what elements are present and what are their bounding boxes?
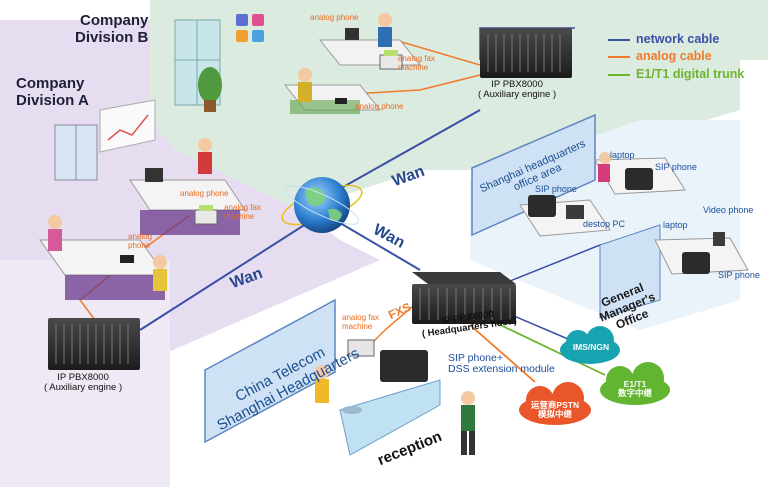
e1t1-label: E1/T1 数字中继 bbox=[617, 379, 652, 398]
label-sip-phone-3: SIP phone bbox=[718, 270, 760, 280]
division-b-desk-2 bbox=[283, 68, 382, 114]
pbx-host-device bbox=[412, 272, 516, 324]
label-desktop-pc: destop PC bbox=[583, 219, 626, 229]
analog-cable-pstn bbox=[469, 324, 536, 383]
division-a-title: Company Division A bbox=[16, 75, 89, 109]
label-b-analog-fax: analog fax machine bbox=[398, 54, 435, 72]
division-b-fax bbox=[379, 50, 403, 70]
division-a-desk-2 bbox=[39, 215, 167, 300]
division-b-title: Company Division B bbox=[75, 12, 149, 46]
office-desk-1 bbox=[519, 195, 611, 237]
label-video-phone: Video phone bbox=[703, 205, 754, 215]
ims-ngn-cloud-icon bbox=[560, 326, 620, 364]
label-sip-phone-1: SIP phone bbox=[655, 162, 697, 172]
internet-globe-icon bbox=[281, 177, 363, 233]
pbx-aux-a-device bbox=[48, 318, 140, 370]
division-a-window bbox=[54, 124, 98, 181]
division-b-zone bbox=[150, 0, 768, 210]
label-b-analog-phone-1: analog phone bbox=[310, 13, 359, 22]
label-laptop-2: laptop bbox=[663, 220, 688, 230]
pbx-aux-b-device bbox=[480, 28, 572, 78]
office-desk-2 bbox=[594, 152, 686, 195]
china-telecom-sign bbox=[204, 298, 336, 444]
label-sip-dss: SIP phone+ DSS extension module bbox=[448, 352, 555, 375]
label-b-analog-phone-2: analog phone bbox=[355, 102, 404, 111]
division-a-desk-1 bbox=[129, 138, 246, 235]
label-sip-phone-2: SIP phone bbox=[535, 184, 577, 194]
network-cable-host bbox=[334, 219, 421, 271]
whiteboard bbox=[99, 99, 156, 153]
reception-desk bbox=[315, 339, 475, 456]
legend-digital: E1/T1 digital trunk bbox=[636, 67, 745, 81]
division-a-zone-lower bbox=[0, 260, 170, 487]
ims-ngn-label: IMS/NGN bbox=[572, 342, 610, 352]
label-a-analog-phone-1: analog phone bbox=[180, 189, 229, 198]
shanghai-office-sign bbox=[471, 113, 596, 237]
label-laptop-1: laptop bbox=[610, 150, 635, 160]
label-a-analog-fax: analog fax machine bbox=[224, 203, 261, 221]
pstn-cloud-icon bbox=[519, 382, 591, 425]
pbx-aux-b-label: IP PBX8000 ( Auxiliary engine ) bbox=[478, 79, 557, 100]
plant-icon bbox=[198, 67, 222, 112]
e1t1-cloud-icon bbox=[600, 362, 670, 405]
gm-office-panel bbox=[599, 224, 661, 319]
network-cable-a bbox=[139, 214, 321, 331]
digital-trunk-cable bbox=[489, 319, 606, 376]
pstn-label: 运营商PSTN 模拟中继 bbox=[530, 400, 580, 419]
label-host-fax: analog fax machine bbox=[342, 313, 379, 331]
legend-analog: analog cable bbox=[636, 49, 712, 63]
pbx-aux-a-label: IP PBX8000 ( Auxiliary engine ) bbox=[44, 372, 123, 393]
app-icons bbox=[236, 14, 264, 42]
analog-cable-host-fax bbox=[369, 299, 421, 346]
label-a-analog-phone-2: analog phone bbox=[128, 232, 153, 250]
legend-network: network cable bbox=[636, 32, 720, 46]
division-a-fax bbox=[194, 205, 218, 225]
office-desk-gm bbox=[654, 232, 749, 275]
